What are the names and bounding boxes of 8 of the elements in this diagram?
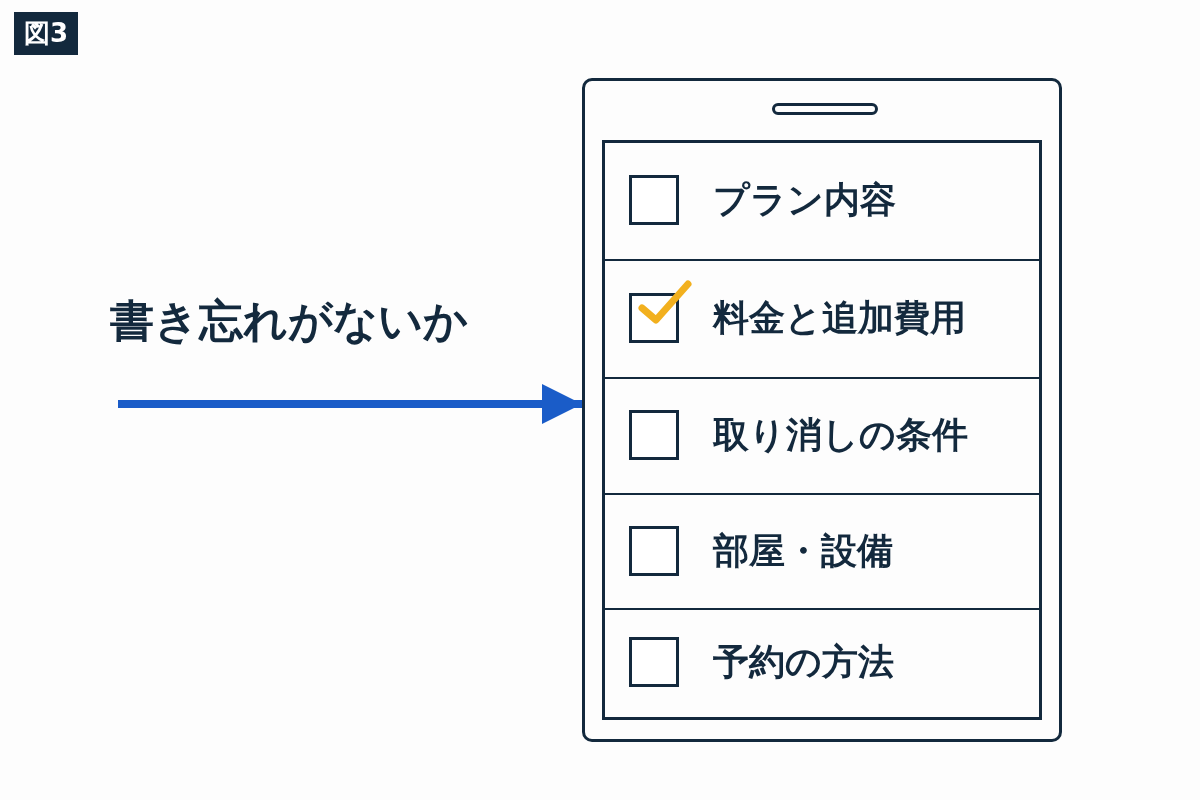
checklist-item-text: 予約の方法 <box>713 639 894 683</box>
checklist-item-text: 取り消しの条件 <box>713 413 968 457</box>
checklist-item-text: 料金と追加費用 <box>713 296 966 340</box>
heading-text: 書き忘れがないか <box>110 295 468 346</box>
checklist-item-text: 部屋・設備 <box>713 528 893 572</box>
figure-number-badge: 図3 <box>14 12 79 56</box>
checklist-item-text: プラン内容 <box>713 178 896 222</box>
smartphone-frame <box>582 78 1062 742</box>
